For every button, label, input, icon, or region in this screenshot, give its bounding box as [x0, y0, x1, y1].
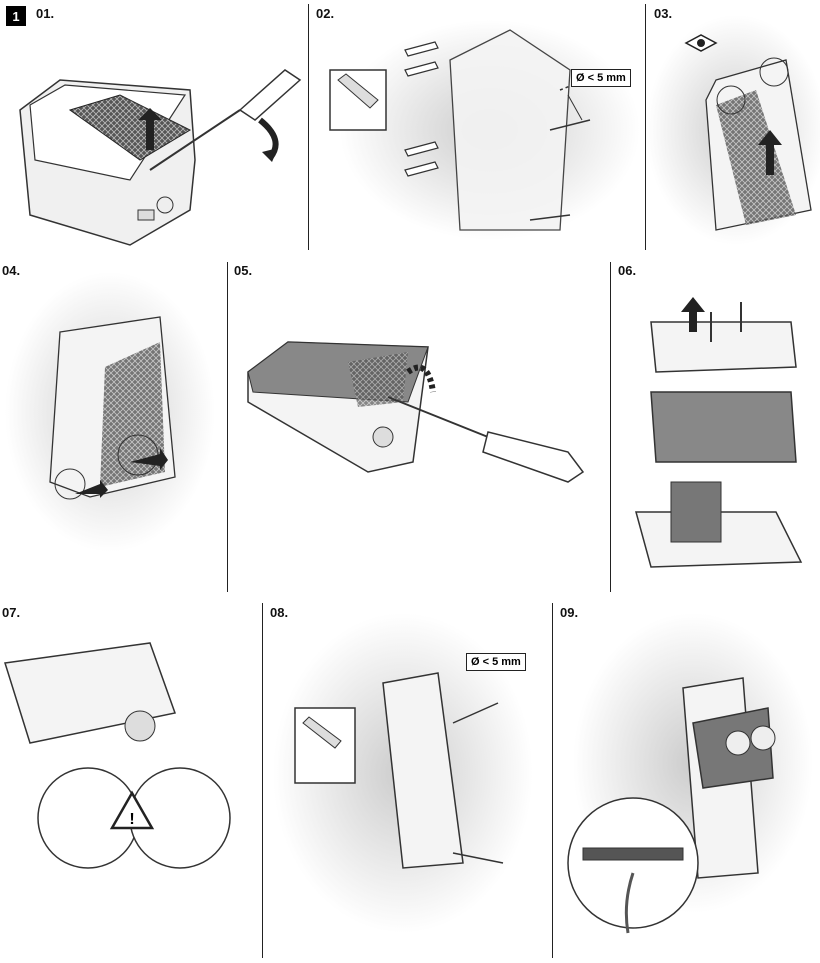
step-06-label: 06. — [618, 263, 637, 278]
step-01-illustration — [19, 69, 302, 246]
divider — [552, 603, 553, 958]
step-09-illustration — [567, 613, 813, 934]
step-07-illustration: ! — [4, 642, 231, 869]
step-03-illustration — [646, 15, 820, 245]
eye-icon — [684, 34, 718, 52]
step-06-illustration — [635, 297, 803, 568]
step-09-label: 09. — [560, 605, 579, 620]
step-05-label: 05. — [234, 263, 253, 278]
divider — [262, 603, 263, 958]
drill-icon — [294, 707, 356, 784]
divider — [610, 262, 611, 592]
hole-diameter-callout: Ø < 5 mm — [571, 69, 631, 87]
divider — [645, 4, 646, 250]
step-08-illustration — [273, 613, 533, 933]
step-05-illustration — [247, 341, 585, 483]
svg-text:!: ! — [129, 811, 134, 828]
warning-icon: ! — [109, 790, 155, 830]
step-08-label: 08. — [270, 605, 289, 620]
figure-number-badge: 1 — [6, 6, 26, 26]
step-03-label: 03. — [654, 6, 673, 21]
step-02-label: 02. — [316, 6, 335, 21]
step-04-illustration — [5, 272, 215, 552]
step-07-label: 07. — [2, 605, 21, 620]
hole-diameter-callout: Ø < 5 mm — [466, 653, 526, 671]
step-04-label: 04. — [2, 263, 21, 278]
divider — [227, 262, 228, 592]
divider — [308, 4, 309, 250]
step-01-label: 01. — [36, 6, 55, 21]
step-02-illustration — [329, 20, 640, 240]
